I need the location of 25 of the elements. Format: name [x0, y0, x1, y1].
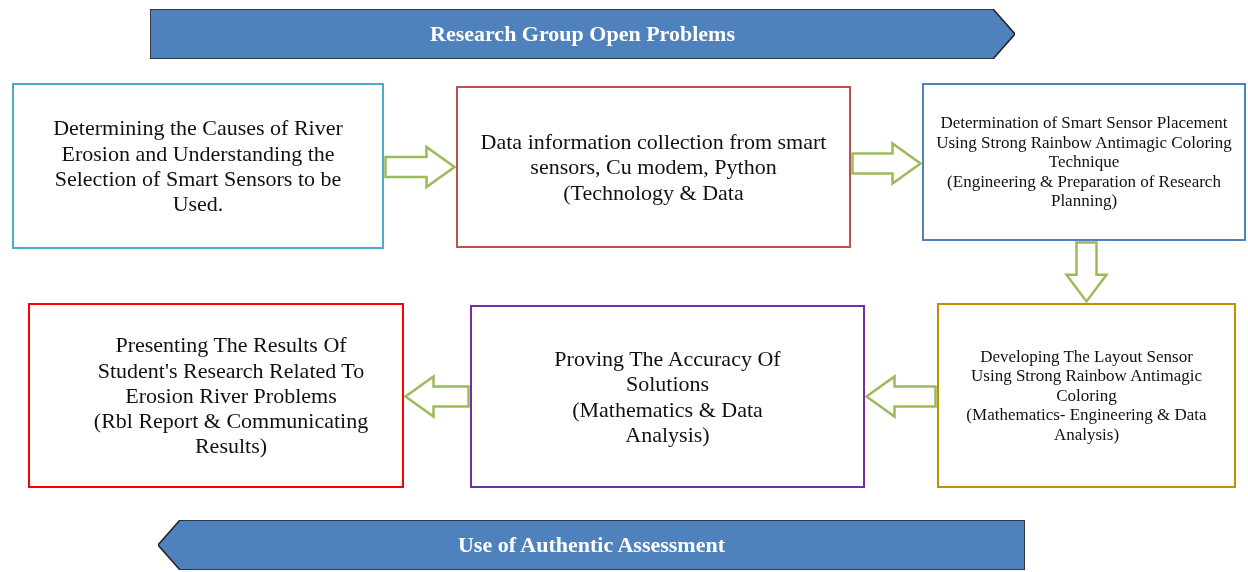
- block-arrow: [384, 144, 457, 190]
- block-arrow: [1064, 241, 1109, 304]
- step-text: Determining the Causes of River Erosion and Understanding the Selection of Smart Sensors to be Used.: [52, 115, 344, 217]
- process-box: [28, 303, 404, 488]
- step-text: Data information collection from smart sensors, Cu modem, Python (Technology & Data: [479, 129, 828, 205]
- block-arrow: [864, 374, 937, 419]
- block-arrow: [851, 141, 923, 186]
- step-text: Determination of Smart Sensor Placement Using Strong Rainbow Antimagic Coloring Technique: [935, 113, 1233, 172]
- step-text: Presenting The Results Of Student's Research Related To Erosion River Problems: [96, 332, 366, 409]
- step-note: (Engineering & Preparation of Research Planning): [946, 171, 1222, 211]
- banner-title: Use of Authentic Assessment: [457, 532, 726, 558]
- process-box: [12, 83, 384, 249]
- step-text: Developing The Layout Sensor Using Strong Rainbow Antimagic Coloring: [970, 346, 1203, 406]
- block-arrow: [403, 374, 470, 419]
- process-box: [937, 303, 1236, 488]
- process-box: [922, 83, 1246, 241]
- banner-arrow: [158, 520, 1025, 570]
- banner-title: Research Group Open Problems: [430, 21, 735, 47]
- process-box: [456, 86, 851, 248]
- step-note: (Mathematics & Data Analysis): [571, 396, 764, 448]
- process-box: [470, 305, 865, 488]
- step-note: (Mathematics- Engineering & Data Analysis): [965, 405, 1208, 445]
- step-note: (Rbl Report & Communicating Results): [92, 408, 370, 459]
- step-text: Proving The Accuracy Of Solutions: [553, 345, 782, 397]
- banner-arrow: [150, 9, 1015, 59]
